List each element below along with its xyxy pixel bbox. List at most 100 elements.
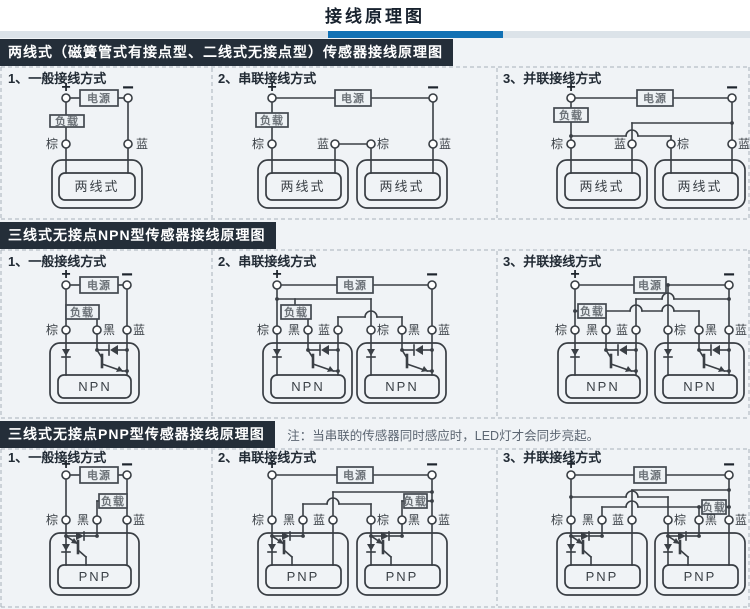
wire-label-blue: 蓝 [735, 323, 747, 337]
wire-label-blue: 蓝 [614, 137, 626, 151]
minus-label: − [122, 77, 134, 99]
terminal-black [92, 325, 102, 335]
terminal-brown [666, 139, 676, 149]
diagram-npn-general: + − 电源 负载 [46, 264, 145, 404]
page-header: 接线原理图 [0, 0, 750, 38]
sensor-box: PNP [556, 532, 648, 596]
terminal-blue [631, 325, 641, 335]
section1-header: 两线式（磁簧管式有接点型、二线式无接点型）传感器接线原理图 [0, 39, 453, 66]
wire-label-brown: 棕 [677, 136, 689, 151]
wire-label-brown: 棕 [674, 512, 686, 527]
load-box: 负载 [280, 304, 312, 320]
wire-label-blue: 蓝 [313, 513, 325, 527]
method-label: 1、一般接线方式 [8, 450, 106, 465]
wire-label-brown: 棕 [46, 322, 58, 337]
wires [569, 474, 731, 517]
terminal-brown [366, 325, 376, 335]
terminal-blue [123, 139, 133, 149]
wire-label-brown: 棕 [257, 322, 269, 337]
minus-terminal [428, 93, 438, 103]
section1-diagrams: 1、一般接线方式 2、串联接线方式 3、并联接线方式 + − 电源 [0, 66, 750, 220]
section3: 三线式无接点PNP型传感器接线原理图 注：当串联的传感器同时感应时，LED灯才会… [0, 419, 750, 609]
power-box: 电源 [79, 466, 119, 484]
sensor-label: PNP [386, 569, 419, 584]
load-box: 负载 [255, 112, 289, 128]
sensor-box: NPN [262, 342, 353, 404]
minus-terminal [122, 470, 132, 480]
minus-terminal [123, 93, 133, 103]
terminal-brown [366, 515, 376, 525]
pnp-internal-circuit-icon [662, 522, 731, 567]
pnp-internal-circuit-icon [565, 522, 634, 567]
wire-label-brown: 棕 [377, 512, 389, 527]
terminal-brown [566, 515, 576, 525]
load-box: 负载 [553, 107, 589, 123]
terminal-blue [724, 515, 734, 525]
terminal-blue [333, 325, 343, 335]
power-box: 电源 [336, 466, 374, 484]
wire-label-black: 黑 [283, 513, 295, 527]
wire-label-brown: 棕 [377, 136, 389, 151]
terminal-brown [566, 139, 576, 149]
pnp-internal-circuit-icon [266, 522, 335, 567]
diagram-npn-parallel: + − [555, 264, 747, 404]
sensor-box: 两线式 [51, 159, 143, 209]
sensor-label: 两线式 [677, 179, 722, 194]
sensor-label: PNP [586, 569, 619, 584]
terminal-blue [122, 515, 132, 525]
sensor-box: 两线式 [257, 159, 349, 209]
load-box: 负载 [98, 493, 128, 509]
method-label: 3、并联接线方式 [503, 450, 601, 465]
load-label: 负载 [403, 494, 427, 508]
npn-internal-circuit-icon [271, 332, 342, 377]
load-box: 负载 [49, 114, 85, 128]
npn-internal-circuit-icon [662, 332, 733, 377]
plus-terminal [61, 280, 71, 290]
minus-label: − [121, 454, 133, 476]
sensor-label: NPN [78, 379, 111, 394]
power-label: 电源 [87, 91, 111, 105]
title-underline-band [0, 31, 750, 38]
power-box: 电源 [79, 276, 119, 294]
wires [275, 284, 433, 327]
wire-label-brown: 棕 [551, 136, 563, 151]
terminal-black [92, 515, 102, 525]
load-box: 负载 [403, 493, 428, 509]
minus-label: − [426, 454, 438, 476]
minus-label: − [121, 264, 133, 286]
terminal-blue [724, 325, 734, 335]
terminal-brown [61, 139, 71, 149]
sensor-label: NPN [291, 379, 324, 394]
wire-label-brown: 棕 [252, 136, 264, 151]
wires [271, 97, 434, 174]
sensor-box: NPN [356, 342, 447, 404]
npn-internal-circuit-icon [365, 332, 436, 377]
wire-label-blue: 蓝 [735, 513, 747, 527]
sensor-box: NPN [654, 342, 745, 404]
section3-diagrams: 1、一般接线方式 2、串联接线方式 3、并联接线方式 + − 电源 [0, 448, 750, 608]
wire-label-brown: 棕 [555, 322, 567, 337]
sensor-label: NPN [586, 379, 619, 394]
terminal-black [397, 515, 407, 525]
sensor-box: NPN [557, 342, 648, 404]
minus-terminal [724, 470, 734, 480]
wire-label-brown: 棕 [46, 136, 58, 151]
minus-terminal [727, 93, 737, 103]
terminal-brown [267, 515, 277, 525]
section2-diagrams: 1、一般接线方式 2、串联接线方式 3、并联接线方式 + − 电源 [0, 249, 750, 419]
plus-label: + [61, 266, 70, 283]
section2: 三线式无接点NPN型传感器接线原理图 1、一般接线方式 2、串联接线方式 3、并… [0, 220, 750, 419]
power-label: 电源 [341, 91, 365, 105]
title-underline-accent [328, 31, 503, 38]
power-label: 电源 [643, 91, 667, 105]
sensor-box: PNP [49, 532, 140, 596]
minus-label: − [723, 264, 735, 286]
power-label: 电源 [638, 278, 662, 292]
terminal-black [694, 515, 704, 525]
minus-terminal [427, 280, 437, 290]
sensor-label: 两线式 [280, 179, 325, 194]
content: 两线式（磁簧管式有接点型、二线式无接点型）传感器接线原理图 1、一般接线方式 2… [0, 38, 750, 609]
wire-label-blue: 蓝 [133, 323, 145, 337]
method-label: 3、并联接线方式 [503, 71, 601, 86]
plus-label: + [566, 79, 575, 96]
